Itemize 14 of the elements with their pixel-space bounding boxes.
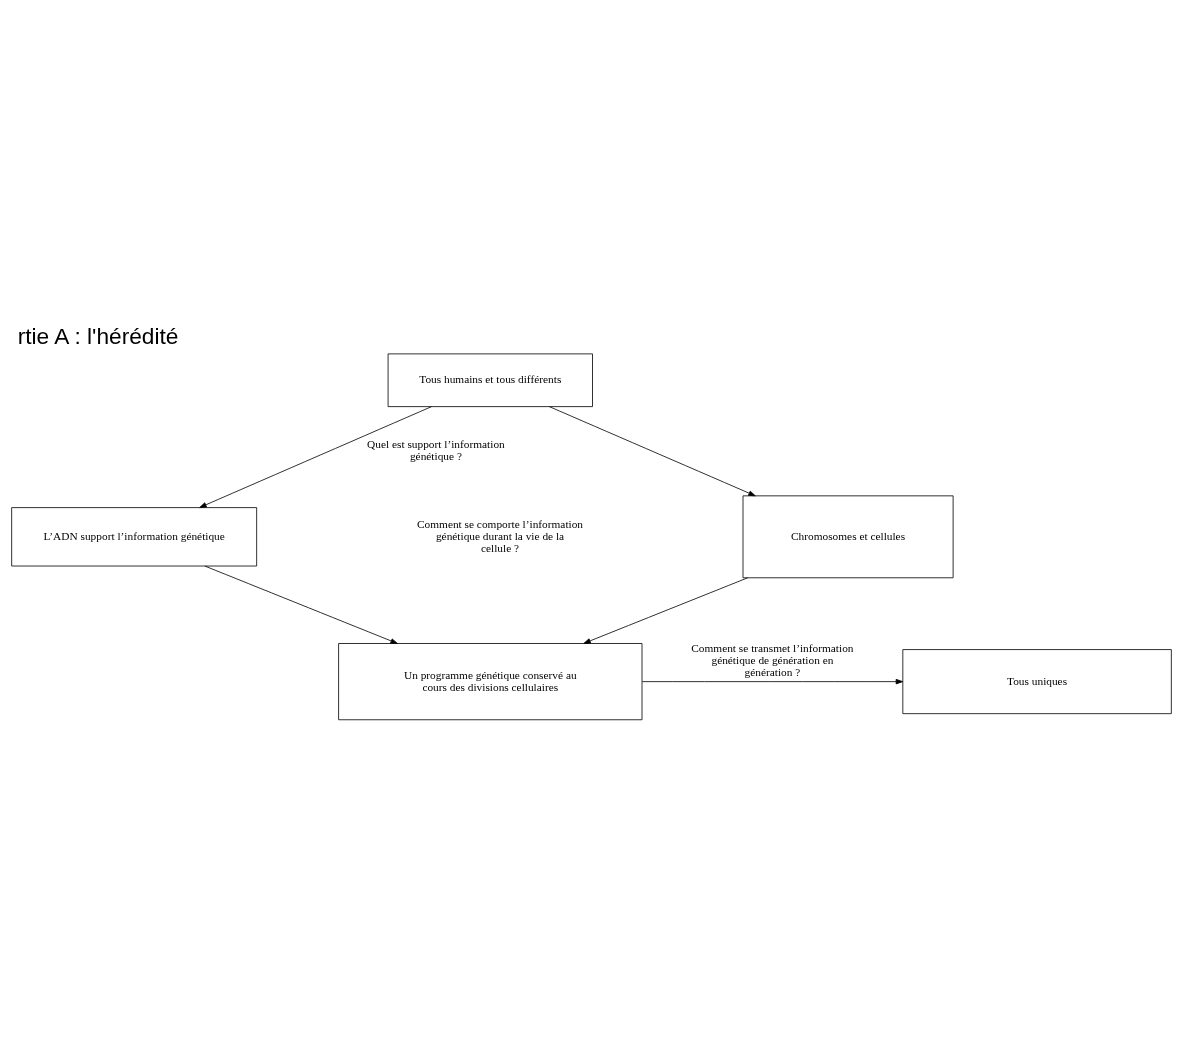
arrow: [641, 678, 904, 685]
label: Comment se comporte l’information génétique durant la vie de la cellule ?: [417, 517, 584, 554]
diagram-title: rtie A : l'hérédité: [17, 322, 179, 349]
node-box: Un programme génétique conservé au cours des divisions cellulaires: [338, 643, 643, 721]
node-box: Tous uniques: [902, 649, 1172, 715]
arrow: [204, 565, 398, 644]
edge-label: Comment se transmet l’information génétique de génération en génération ?: [691, 641, 854, 679]
node-box: Tous humains et tous différents: [387, 353, 593, 407]
arrow: [583, 577, 749, 644]
edge-label: Quel est support l’information génétique ?: [367, 438, 505, 463]
arrow: [548, 406, 756, 497]
arrow: [199, 406, 432, 508]
node-box: L’ADN support l’information génétique: [11, 507, 258, 567]
node-box: Chromosomes et cellules: [742, 495, 954, 579]
